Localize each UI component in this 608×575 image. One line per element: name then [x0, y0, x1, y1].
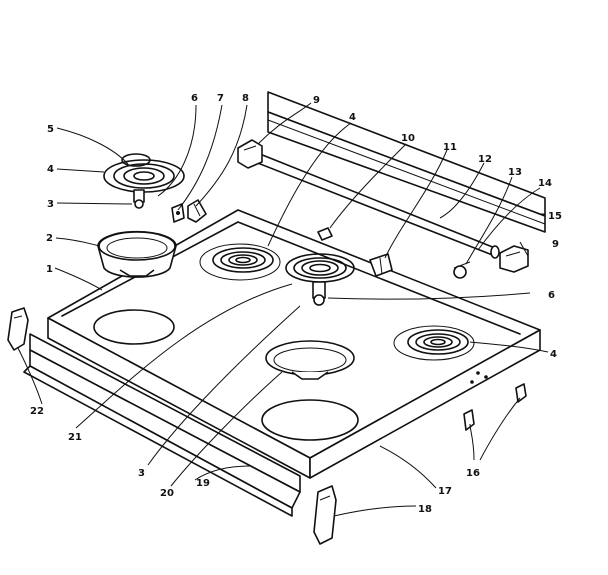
backguard-panel — [267, 91, 546, 233]
callout-7: 7 — [217, 93, 224, 104]
element-receptacle-8 — [187, 199, 207, 223]
callout-9a: 9 — [313, 95, 320, 106]
element-receptacle-7 — [171, 203, 185, 223]
drip-bowl-left — [97, 230, 177, 278]
callout-12: 12 — [478, 154, 492, 165]
end-bracket-right — [499, 245, 529, 273]
side-clip-b — [515, 383, 527, 403]
callout-6a: 6 — [191, 93, 198, 104]
drip-bowl-center — [265, 340, 355, 380]
callout-21: 21 — [68, 432, 82, 443]
receptacle-13 — [453, 261, 471, 279]
callout-4a: 4 — [47, 164, 54, 175]
front-trim-rail — [23, 333, 301, 517]
callout-19: 19 — [196, 478, 210, 489]
end-cap-left — [7, 307, 29, 351]
callout-4c: 4 — [550, 349, 557, 360]
callout-4b: 4 — [349, 112, 356, 123]
leader-lines — [17, 102, 549, 517]
callout-10: 10 — [401, 133, 415, 144]
callout-1: 1 — [46, 264, 53, 275]
callout-16: 16 — [466, 468, 480, 479]
clip-10 — [317, 227, 333, 241]
callout-13: 13 — [508, 167, 522, 178]
callout-15: 15 — [548, 211, 562, 222]
callout-17: 17 — [438, 486, 452, 497]
end-bracket-left — [237, 139, 263, 169]
callout-5: 5 — [47, 124, 54, 135]
callout-9b: 9 — [552, 239, 559, 250]
callout-labels: 5 4 3 6 7 8 9 4 10 11 12 13 14 15 9 2 1 … — [30, 93, 562, 515]
surface-element-loose — [103, 153, 185, 209]
callout-2: 2 — [46, 233, 53, 244]
callout-6b: 6 — [548, 290, 555, 301]
callout-18: 18 — [418, 504, 432, 515]
end-cap-front — [313, 485, 337, 545]
callout-8: 8 — [242, 93, 249, 104]
callout-3b: 3 — [138, 468, 145, 479]
callout-3a: 3 — [47, 199, 54, 210]
callout-22: 22 — [30, 406, 44, 417]
surface-element-center — [285, 253, 355, 306]
callout-11: 11 — [443, 142, 457, 153]
side-clip-a — [463, 409, 475, 431]
callout-14: 14 — [538, 178, 552, 189]
terminal-block — [369, 253, 393, 277]
callout-20: 20 — [160, 488, 174, 499]
cooktop-main-top — [47, 209, 541, 479]
